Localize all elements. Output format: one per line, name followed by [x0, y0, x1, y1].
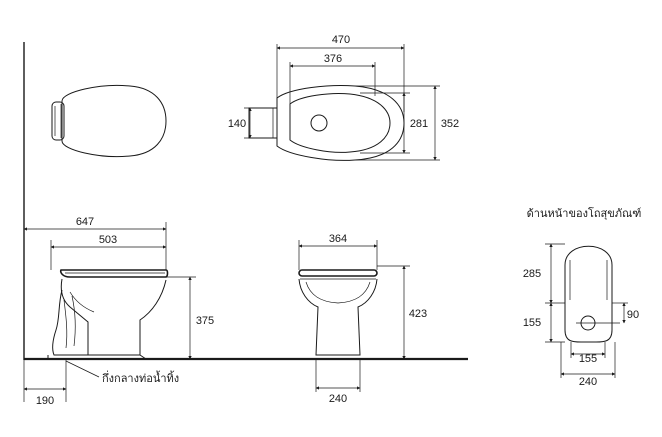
dim-side-length-overall: 647 — [76, 216, 94, 228]
dim-rear-base-inner: 155 — [579, 353, 597, 365]
dim-top-outer-height: 352 — [441, 118, 459, 130]
dim-top-width-overall: 470 — [332, 34, 350, 46]
rear-view-title: ด้านหน้าของโถสุขภัณฑ์ — [527, 206, 642, 220]
bowl-front-view: 364 423 240 — [298, 233, 427, 405]
dim-top-width-inner: 376 — [324, 53, 342, 65]
dim-rear-outlet-offset: 90 — [627, 309, 639, 321]
dim-rear-height-upper: 285 — [523, 268, 541, 280]
bowl-rear-view: ด้านหน้าของโถสุขภัณฑ์ 285 155 90 155 240 — [523, 206, 642, 388]
bowl-top-view: 470 376 140 281 352 — [228, 34, 459, 161]
dim-side-height: 375 — [196, 315, 214, 327]
dim-side-length-bowl: 503 — [99, 234, 117, 246]
dim-rear-height-lower: 155 — [523, 317, 541, 329]
dim-front-width-top: 364 — [329, 233, 347, 245]
dim-front-height: 423 — [409, 308, 427, 320]
dim-top-inner-height: 281 — [410, 118, 428, 130]
dim-top-left-depth: 140 — [228, 118, 246, 130]
dim-rear-base-outer: 240 — [579, 376, 597, 388]
bowl-side-view: 647 503 375 190 กึ่งกลางท่อน้ำทิ้ง — [23, 216, 214, 407]
drain-center-label: กึ่งกลางท่อน้ำทิ้ง — [102, 370, 179, 385]
dim-side-bottom-offset: 190 — [36, 395, 54, 407]
dim-front-base-width: 240 — [329, 393, 347, 405]
seat-lid-top-view — [51, 84, 167, 158]
